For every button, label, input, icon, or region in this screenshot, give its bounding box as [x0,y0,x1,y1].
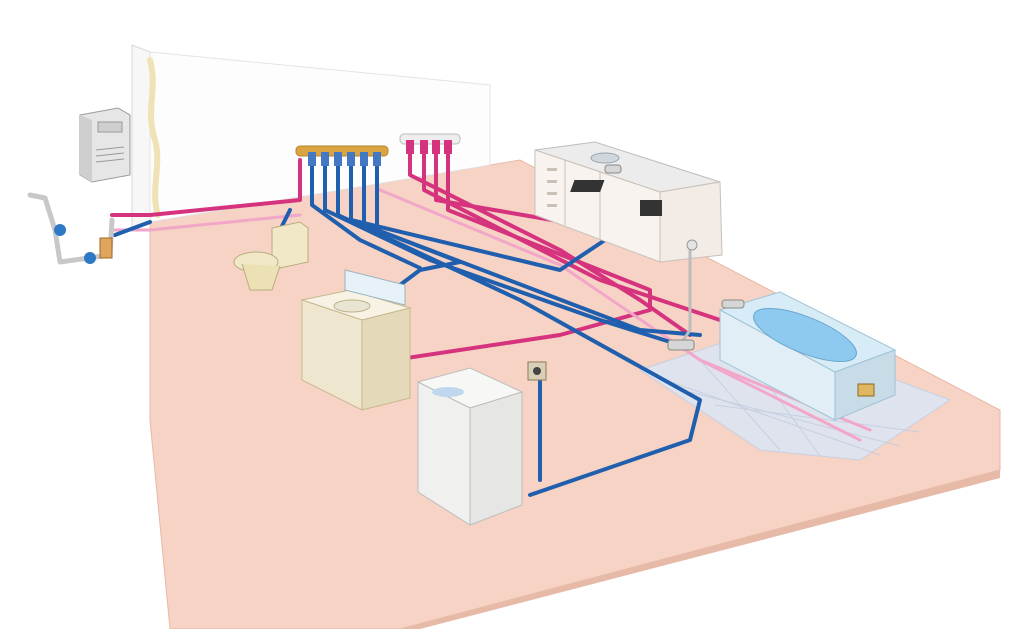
bathtub-pipe [698,358,862,442]
cold-pipes [113,158,702,497]
sink-icon [590,152,620,164]
hot-header [399,133,461,154]
vent-pipe [147,57,161,218]
washbasin-vanity [300,269,412,411]
water-meter [27,192,115,265]
washer-faucet-box [527,361,547,381]
wall-left [131,44,151,229]
floor-front-edge [400,470,1000,629]
manifold-header [295,145,389,166]
kitchen-counter [534,141,723,263]
mixer-tap-icon [604,164,745,351]
basin-icon [333,299,371,313]
washing-machine [416,367,524,526]
water-heater [79,107,131,183]
toilet [233,221,309,291]
bathtub [718,291,897,421]
wall-back [149,51,491,223]
